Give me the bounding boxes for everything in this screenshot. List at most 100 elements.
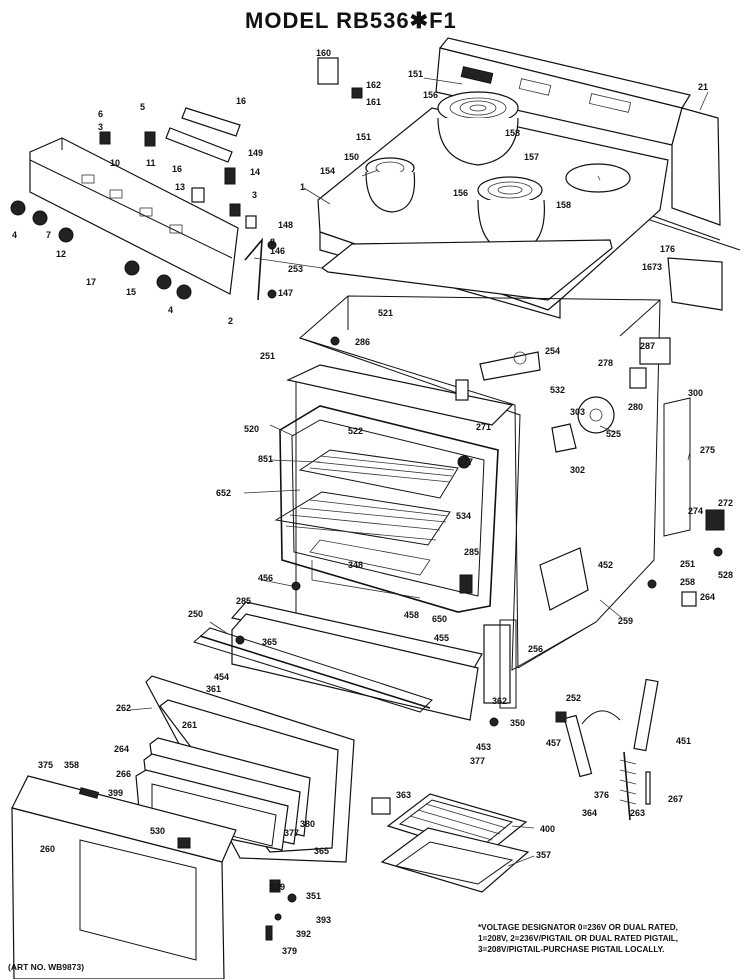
part-number-label: 160 [316,48,331,58]
part-number-label: 156 [453,188,468,198]
oven-body [286,295,661,671]
part-number-label: 252 [566,693,581,703]
part-number-label: 357 [536,850,551,860]
voltage-note-line: 3=208V/PIGTAIL-PURCHASE PIGTAIL LOCALLY. [478,945,665,954]
part-number-label: 302 [570,465,585,475]
part-number-label: 275 [700,445,715,455]
part-number-label: 5 [140,102,145,112]
part-number-label: 392 [296,929,311,939]
part-number-label: 285 [464,547,479,557]
part-number-label: 250 [188,609,203,619]
part-number-label: 6 [98,109,103,119]
part-number-label: 453 [476,742,491,752]
part-number-label: 149 [248,148,263,158]
part-number-label: 14 [250,167,260,177]
part-number-label: 650 [432,614,447,624]
broiler-pan [371,793,530,893]
part-number-label: 532 [550,385,565,395]
leader-lines [129,77,709,867]
control-panel [10,107,263,301]
drip-tray [320,239,613,301]
part-number-label: 529 [270,882,285,892]
part-number-label: 267 [668,794,683,804]
part-number-label: 12 [56,249,66,259]
part-number-label: 4 [168,305,173,315]
diagram-title: MODEL RB536✱F1 [245,8,457,33]
part-number-label: 451 [676,736,691,746]
part-number-label: 278 [598,358,613,368]
part-number-label: 158 [505,128,520,138]
part-number-label: 350 [510,718,525,728]
part-number-label: 262 [116,703,131,713]
part-number-label: 377 [284,828,299,838]
part-number-label: 176 [660,244,675,254]
part-number-label: 452 [598,560,613,570]
part-number-label: 10 [110,158,120,168]
part-number-label: 358 [64,760,79,770]
oven-rack [274,449,459,599]
part-number-label: 151 [356,132,371,142]
part-number-label: 379 [282,946,297,956]
part-number-label: 151 [408,69,423,79]
voltage-note-line: 1=208V, 2=236V/PIGTAIL OR DUAL RATED PIG… [478,934,679,943]
part-number-label: 277 [458,457,473,467]
part-number-label: 303 [570,407,585,417]
part-number-label: 263 [630,808,645,818]
voltage-note-line: *VOLTAGE DESIGNATOR 0=236V OR DUAL RATED… [478,923,678,932]
part-number-label: 378 [0,0,15,2]
part-number-label: 362 [492,696,507,706]
part-number-label: 375 [38,760,53,770]
part-number-label: 158 [556,200,571,210]
part-number-label: 530 [150,826,165,836]
part-number-label: 161 [366,97,381,107]
oven-bottom [192,601,517,721]
part-number-label: 253 [288,264,303,274]
part-number-label: 399 [108,788,123,798]
part-number-label: 400 [540,824,555,834]
part-number-label: 13 [175,182,185,192]
part-number-label: 11 [146,158,156,168]
part-number-label: 365 [314,846,329,856]
part-number-label: 146 [270,246,285,256]
part-number-label: 15 [126,287,136,297]
voltage-note: *VOLTAGE DESIGNATOR 0=236V OR DUAL RATED… [478,922,748,955]
part-number-label: 162 [366,80,381,90]
part-number-label: 458 [404,610,419,620]
part-number-label: 393 [316,915,331,925]
part-number-label: 521 [378,308,393,318]
part-number-label: 261 [182,720,197,730]
part-number-label: 364 [582,808,597,818]
part-number-label: 285 [236,596,251,606]
part-number-label: 258 [680,577,695,587]
part-number-label: 348 [348,560,363,570]
part-number-label: 154 [320,166,335,176]
part-number-label: 376 [594,790,609,800]
part-number-label: 16 [236,96,246,106]
part-number-label: 365 [262,637,277,647]
oven-door [11,675,355,979]
part-number-label: 7 [46,230,51,240]
part-number-label: 457 [546,738,561,748]
part-number-label: 851 [258,454,273,464]
part-number-label: 525 [606,429,621,439]
part-number-label: 156 [423,90,438,100]
part-number-label: 4 [12,230,17,240]
art-number: (ART NO. WB9873) [8,962,85,972]
part-number-label: 147 [278,288,293,298]
part-number-label: 456 [258,573,273,583]
oven-frame [279,405,499,613]
part-number-label: 251 [260,351,275,361]
part-number-label: 361 [206,684,221,694]
part-number-label: 256 [528,644,543,654]
part-number-label: 264 [700,592,715,602]
side-components [455,257,725,611]
part-number-label: 271 [476,422,491,432]
part-number-label: 454 [214,672,229,682]
part-number-label: 157 [524,152,539,162]
part-number-label: 266 [116,769,131,779]
part-number-label: 286 [355,337,370,347]
part-number-label: 3 [98,122,103,132]
part-number-label: 254 [545,346,560,356]
